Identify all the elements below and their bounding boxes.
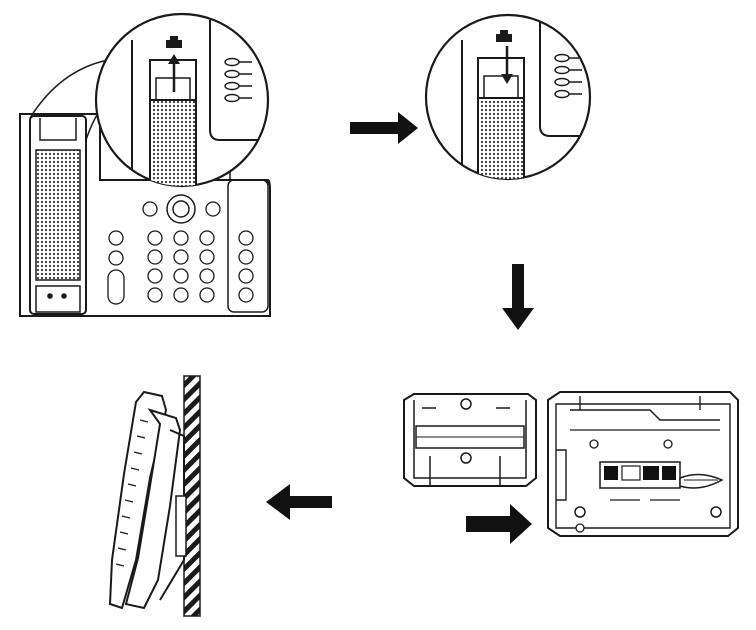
step-2-zoom-circle [424, 13, 592, 181]
arrow-right-1 [350, 112, 418, 144]
step-4-wall-mounted-phone [108, 375, 201, 617]
step-3-wall-bracket [403, 393, 537, 487]
step-3-phone-back [547, 391, 739, 537]
speaker-grille [35, 149, 81, 281]
step-1-phone-front [19, 59, 271, 317]
arrow-down [502, 264, 534, 330]
arrow-left [266, 484, 332, 520]
step-1-zoom-circle [94, 12, 270, 188]
arrow-right-2 [466, 504, 532, 544]
